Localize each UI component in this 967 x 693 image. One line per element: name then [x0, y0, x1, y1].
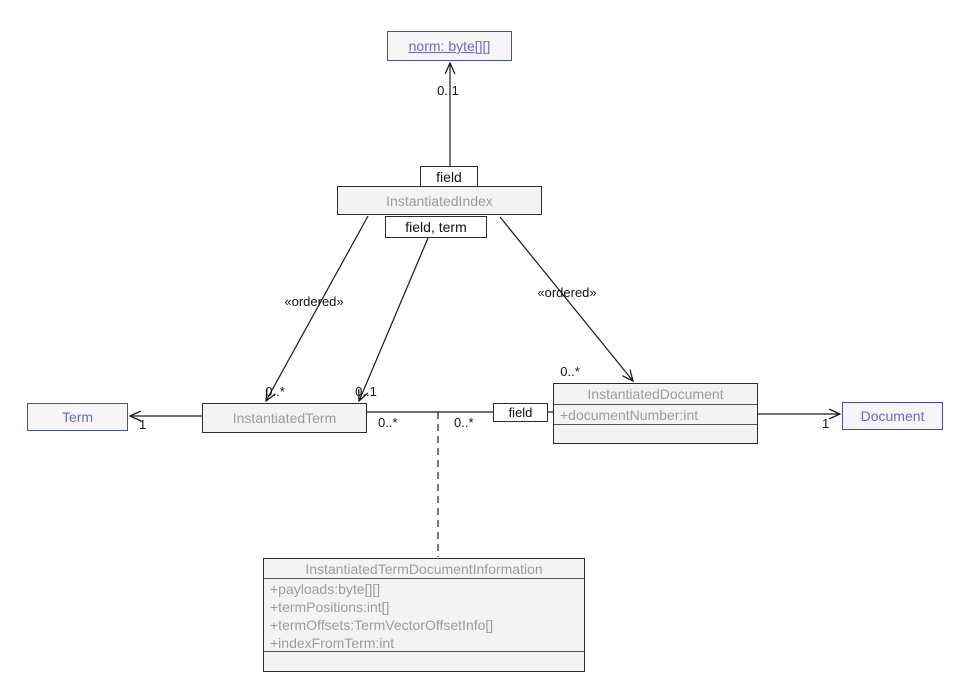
multiplicity-term-right: 0..1: [355, 384, 377, 399]
multiplicity-term-left: 0..*: [265, 384, 285, 399]
multiplicity-document-assoc: 0..*: [454, 415, 474, 430]
class-term[interactable]: Term: [27, 403, 128, 431]
attribute: +payloads:byte[][]: [270, 581, 381, 597]
qualifier-field-mid-label: field: [508, 405, 533, 420]
multiplicity-term-assoc: 0..*: [378, 415, 398, 430]
class-itdi-name: InstantiatedTermDocumentInformation: [305, 560, 543, 577]
qualifier-field-mid: field: [493, 403, 548, 422]
class-instantiated-index[interactable]: InstantiatedIndex: [337, 186, 542, 215]
multiplicity-norm: 0..1: [437, 83, 459, 98]
multiplicity-term-end: 1: [139, 417, 147, 432]
edge-index-to-term-right: [359, 237, 429, 401]
qualifier-field-top: field: [420, 166, 478, 187]
class-instantiated-document-attributes: +documentNumber:int: [554, 405, 757, 425]
multiplicity-document-end: 1: [822, 416, 830, 431]
class-itdi[interactable]: InstantiatedTermDocumentInformation +pay…: [263, 558, 585, 672]
qualifier-field-term: field, term: [385, 216, 487, 238]
class-instantiated-term[interactable]: InstantiatedTerm: [202, 403, 367, 433]
class-itdi-operations: [264, 652, 584, 670]
class-norm-name: norm: byte[][]: [408, 38, 491, 54]
attribute: +termPositions:int[]: [270, 599, 390, 615]
class-document[interactable]: Document: [842, 402, 943, 430]
class-instantiated-document-name: InstantiatedDocument: [587, 386, 724, 402]
class-itdi-attributes: +payloads:byte[][] +termPositions:int[] …: [264, 579, 584, 652]
class-instantiated-term-name: InstantiatedTerm: [232, 410, 337, 426]
class-instantiated-document-operations: [554, 425, 757, 442]
class-norm[interactable]: norm: byte[][]: [387, 31, 512, 61]
attribute: +termOffsets:TermVectorOffsetInfo[]: [270, 617, 494, 633]
stereotype-ordered-left: «ordered»: [284, 294, 344, 309]
attribute: +indexFromTerm:int: [270, 635, 395, 651]
class-term-name: Term: [61, 409, 94, 425]
attribute: +documentNumber:int: [560, 407, 699, 423]
class-instantiated-document-title: InstantiatedDocument: [554, 384, 757, 405]
class-document-name: Document: [860, 408, 925, 424]
qualifier-field-term-label: field, term: [405, 219, 467, 235]
stereotype-ordered-right: «ordered»: [537, 285, 597, 300]
qualifier-field-top-label: field: [436, 168, 462, 185]
class-itdi-title: InstantiatedTermDocumentInformation: [264, 559, 584, 579]
edge-index-to-document: [499, 216, 633, 381]
multiplicity-document-from-index: 0..*: [560, 364, 580, 379]
class-instantiated-document[interactable]: InstantiatedDocument +documentNumber:int: [553, 383, 758, 444]
class-instantiated-index-name: InstantiatedIndex: [386, 192, 493, 209]
edge-index-to-term-left: [266, 215, 369, 401]
